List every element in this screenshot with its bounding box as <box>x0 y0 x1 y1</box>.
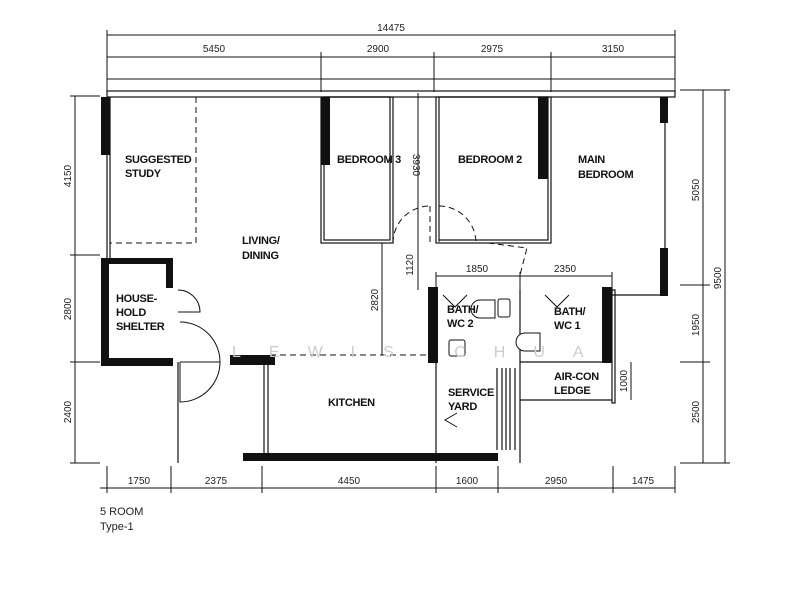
dim-bath2-width: 1850 <box>466 264 489 275</box>
dim-top-1: 5450 <box>203 44 226 55</box>
dimension-labels: 14475 5450 2900 2975 3150 4150 2800 2400… <box>63 23 724 487</box>
dim-bottom-4: 1600 <box>456 476 479 487</box>
watermark: LEWIS CHUA <box>232 344 612 361</box>
dim-top-total: 14475 <box>377 23 405 34</box>
structural-walls <box>101 97 668 461</box>
caption-flat-type: 5 ROOM <box>100 506 143 518</box>
room-bath-wc-2: BATH/WC 2 <box>447 304 479 330</box>
dashed-partitions <box>110 97 528 356</box>
room-bedroom-2: BEDROOM 2 <box>458 154 522 166</box>
room-bedroom-3: BEDROOM 3 <box>337 154 401 166</box>
room-living-dining: LIVING/DINING <box>242 235 280 262</box>
caption-model: Type-1 <box>100 521 134 533</box>
dim-top-4: 3150 <box>602 44 625 55</box>
fixtures <box>448 298 541 357</box>
dim-bottom-6: 1475 <box>632 476 655 487</box>
dim-right-1: 5050 <box>691 178 702 201</box>
dim-living: 2820 <box>370 288 381 311</box>
dim-top-3: 2975 <box>481 44 504 55</box>
dim-bottom-5: 2950 <box>545 476 568 487</box>
dim-top-2: 2900 <box>367 44 390 55</box>
dim-left-1: 4150 <box>63 164 74 187</box>
dim-bottom-2: 2375 <box>205 476 228 487</box>
dimension-lines <box>70 30 730 493</box>
caption: 5 ROOM Type-1 <box>100 506 143 533</box>
walls <box>106 90 676 463</box>
dim-bath1-width: 2350 <box>554 264 577 275</box>
dim-bottom-3: 4450 <box>338 476 361 487</box>
doors <box>177 289 570 428</box>
dim-right-3: 2500 <box>691 400 702 423</box>
dim-ledge: 1000 <box>619 369 630 392</box>
dim-bedroom3-depth: 3930 <box>410 154 421 177</box>
dim-bottom-1: 1750 <box>128 476 151 487</box>
dim-corridor: 1120 <box>405 254 416 276</box>
dim-left-3: 2400 <box>63 400 74 423</box>
dim-left-2: 2800 <box>63 297 74 320</box>
dim-right-2: 1950 <box>691 313 702 336</box>
room-kitchen: KITCHEN <box>328 397 375 409</box>
dim-right-total: 9500 <box>713 266 724 289</box>
room-bath-wc-1: BATH/WC 1 <box>554 306 586 332</box>
